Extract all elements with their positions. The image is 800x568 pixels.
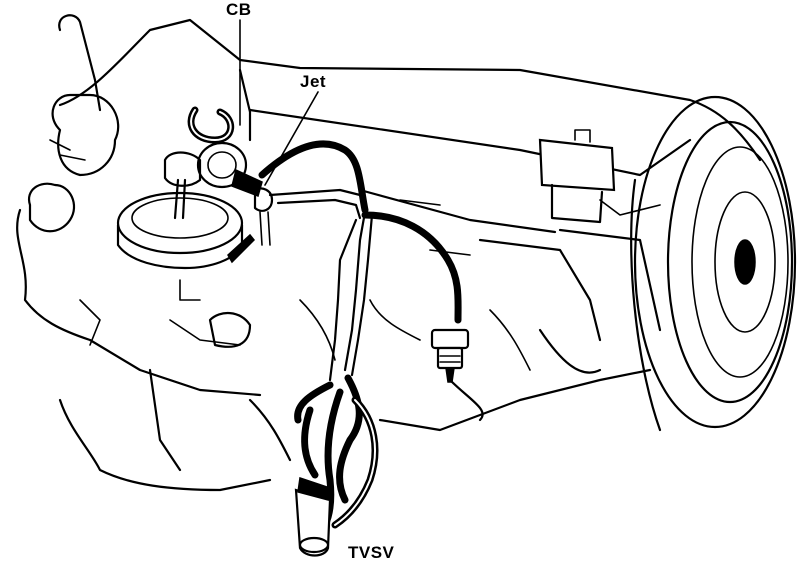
label-tvsv: TVSV [348, 543, 395, 562]
temp-switch-connector [430, 328, 470, 383]
cb-component [163, 106, 263, 197]
carburetor-top [116, 178, 244, 270]
label-jet: Jet [300, 72, 327, 91]
jet-component [227, 187, 274, 264]
engine-block [16, 18, 762, 492]
vacuum-hoses [258, 140, 462, 529]
tvsv-valve [294, 477, 332, 557]
left-bracket [27, 14, 120, 233]
oil-filler-cap [538, 129, 616, 224]
crank-pulley [630, 95, 797, 432]
label-cb: CB [226, 0, 252, 19]
